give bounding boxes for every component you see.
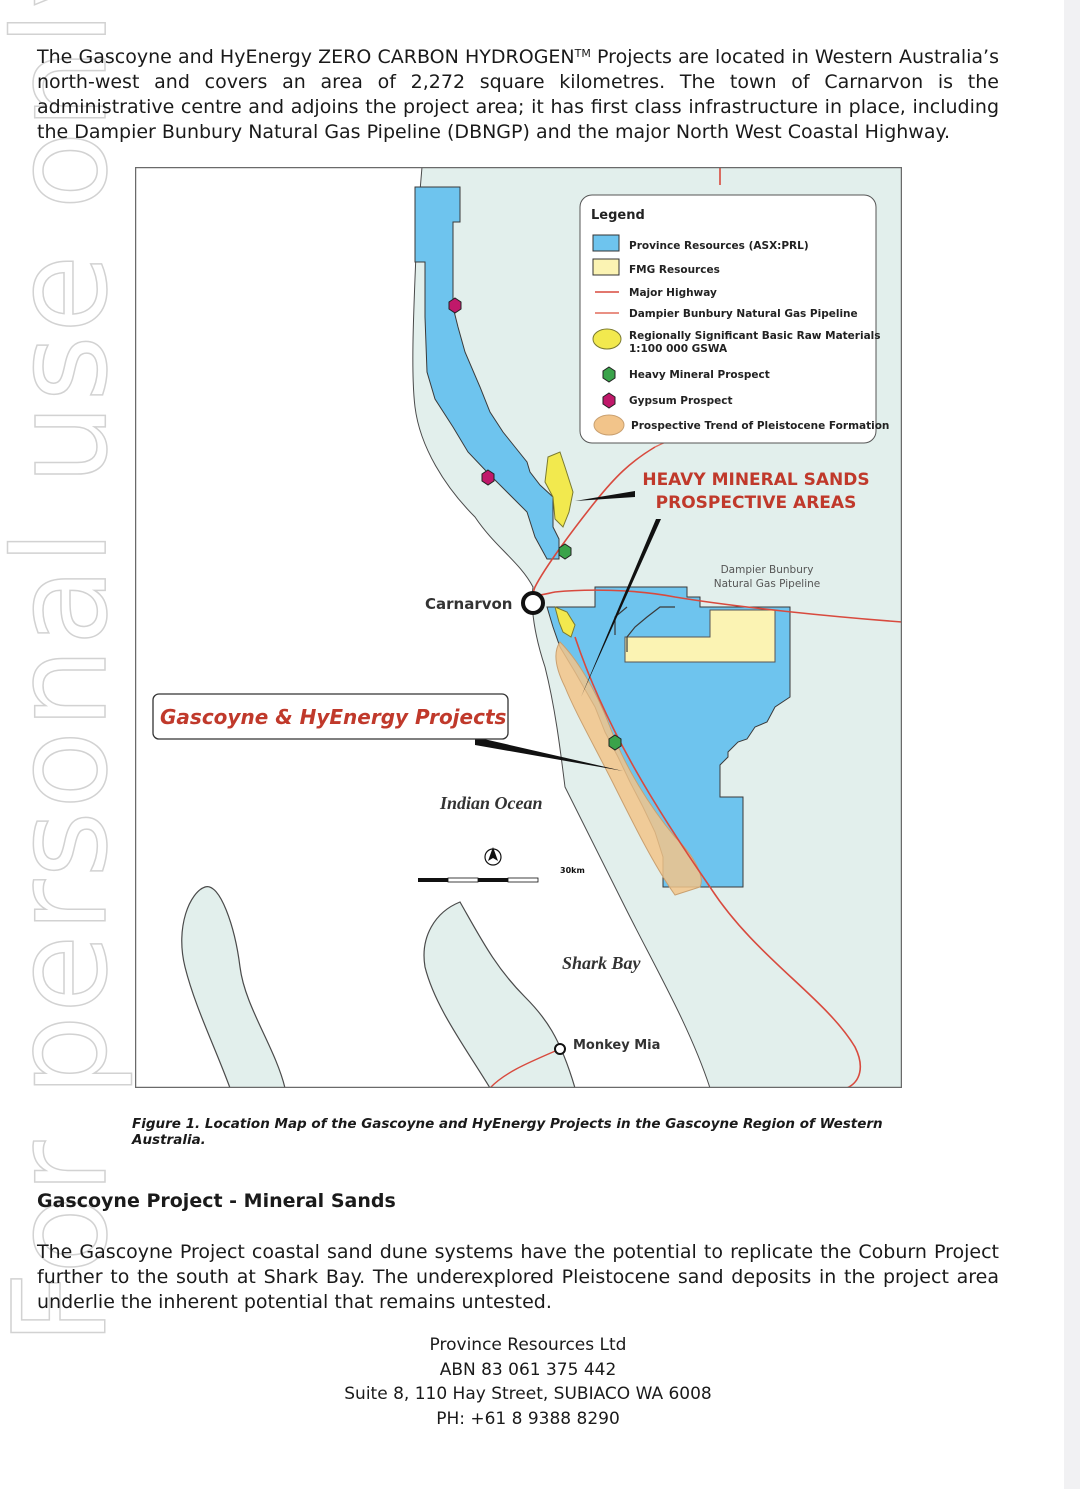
gypsum-prospect-marker — [448, 297, 462, 314]
project-callout-box — [152, 693, 509, 740]
monkey-mia-label: Monkey Mia — [573, 1038, 660, 1053]
scale-label: 30km — [560, 866, 585, 875]
legend-label: Regionally Significant Basic Raw Materia… — [629, 330, 881, 342]
legend-label: FMG Resources — [629, 264, 720, 276]
footer-company: Province Resources Ltd — [429, 1335, 627, 1355]
legend-label: Province Resources (ASX:PRL) — [629, 240, 809, 252]
legend-label: Major Highway — [629, 287, 717, 299]
monkey-mia-marker — [554, 1043, 566, 1055]
project-callout-label: Gascoyne & HyEnergy Projects — [160, 705, 507, 729]
pipeline-label: Dampier Bunbury — [721, 564, 814, 576]
footer-address: Suite 8, 110 Hay Street, SUBIACO WA 6008 — [344, 1384, 712, 1404]
raw-materials-north — [544, 451, 574, 528]
peninsula-west — [181, 886, 286, 1088]
scale-bar — [418, 877, 539, 883]
location-map: Carnarvon Legend Province Resources (ASX… — [135, 167, 902, 1088]
legend-title: Legend — [591, 208, 645, 223]
peninsula-east — [423, 901, 576, 1088]
carnarvon-label: Carnarvon — [425, 595, 513, 613]
raw-materials-south — [554, 606, 576, 638]
intro-text-1: The Gascoyne and HyEnergy ZERO CARBON HY… — [37, 46, 575, 68]
carnarvon-town-marker — [521, 591, 545, 615]
callout-arrow-north — [575, 491, 635, 501]
heavy-mineral-label: PROSPECTIVE AREAS — [656, 493, 857, 513]
legend-label-scale: 1:100 000 GSWA — [629, 343, 728, 355]
section-heading: Gascoyne Project - Mineral Sands — [37, 1190, 396, 1212]
legend-box — [579, 194, 877, 444]
legend-label: Dampier Bunbury Natural Gas Pipeline — [629, 308, 858, 320]
legend-symbol-fmg — [592, 258, 620, 276]
footer-abn: ABN 83 061 375 442 — [439, 1359, 617, 1380]
legend-label: Gypsum Prospect — [629, 395, 733, 407]
trademark-mark: TM — [574, 47, 591, 60]
intro-paragraph: The Gascoyne and HyEnergy ZERO CARBON HY… — [37, 41, 999, 145]
legend-symbol-gypsum — [602, 392, 616, 409]
heavy-mineral-label: HEAVY MINERAL SANDS — [642, 470, 869, 490]
legend-label: Prospective Trend of Pleistocene Formati… — [631, 420, 889, 432]
heavy-mineral-prospect-marker — [608, 734, 622, 751]
figure-frame — [135, 167, 902, 1088]
pipeline-label: Natural Gas Pipeline — [714, 578, 821, 590]
pleistocene-trend — [555, 641, 702, 896]
legend-symbol-pleistocene — [593, 414, 625, 436]
heavy-mineral-prospect-marker — [558, 543, 572, 560]
footer-phone: PH: +61 8 9388 8290 — [436, 1408, 620, 1429]
body-paragraph: The Gascoyne Project coastal sand dune s… — [37, 1241, 999, 1313]
gypsum-prospect-marker — [481, 469, 495, 486]
ocean-label: Indian Ocean — [439, 793, 543, 813]
monkey-mia-road — [489, 1048, 561, 1088]
north-arrow-icon — [484, 847, 502, 866]
legend-symbol-raw-materials — [592, 328, 622, 350]
watermark: For personal use only — [0, 0, 137, 1346]
project-callout-pointer — [475, 737, 623, 771]
legend-symbol-province — [592, 234, 620, 252]
province-tenement-north — [414, 186, 560, 560]
bay-label: Shark Bay — [562, 953, 642, 973]
page-edge — [1064, 0, 1080, 1489]
legend-label: Heavy Mineral Prospect — [629, 369, 770, 381]
callout-arrow-south — [581, 519, 661, 697]
footer: Province Resources Ltd ABN 83 061 375 44… — [0, 1333, 1056, 1431]
intro-text-2: Projects are located in Western Australi… — [37, 46, 999, 143]
figure-caption: Figure 1. Location Map of the Gascoyne a… — [132, 1116, 883, 1148]
legend-symbol-heavy-mineral — [602, 366, 616, 383]
